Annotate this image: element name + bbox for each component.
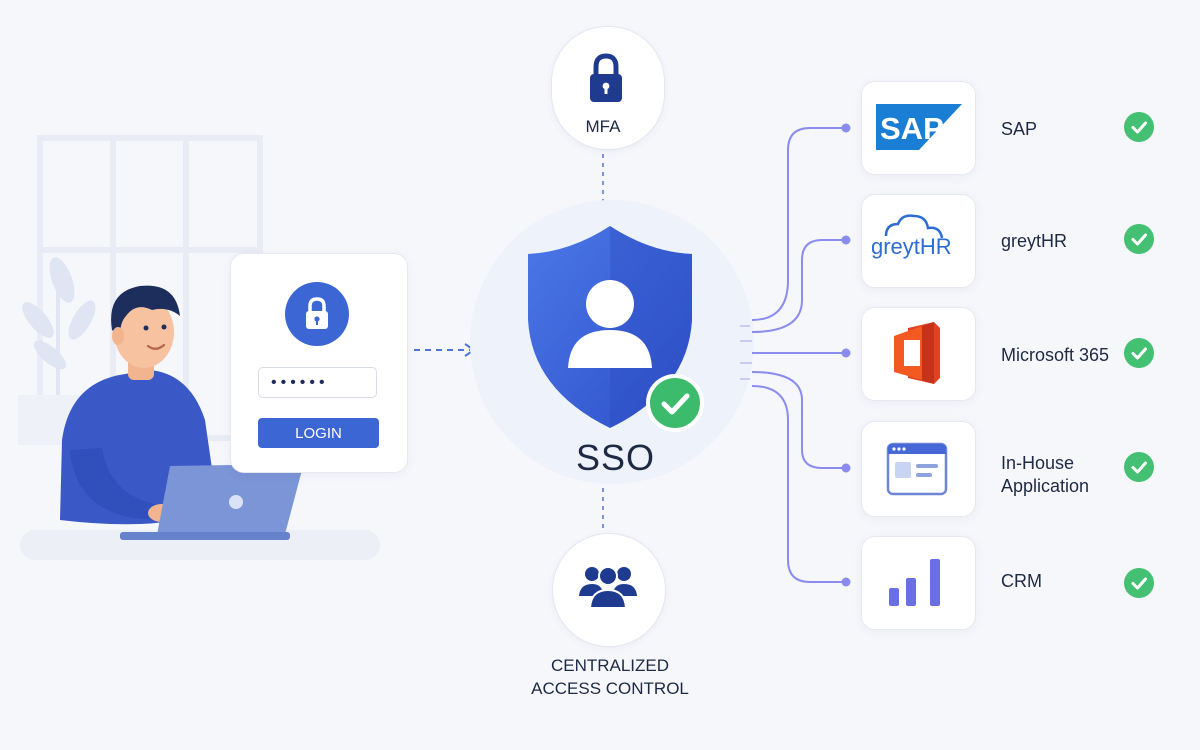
crm-status-check <box>1124 568 1154 598</box>
checkmark-icon <box>661 393 690 415</box>
check-icon <box>1131 233 1147 246</box>
office-logo-icon <box>894 322 940 384</box>
greythr-logo-text: greytHR <box>871 234 952 259</box>
padlock-icon <box>590 53 622 102</box>
plant-decoration <box>22 257 96 395</box>
app-connectors <box>740 123 851 587</box>
login-button[interactable]: LOGIN <box>258 418 379 448</box>
greythr-logo: greytHR <box>871 214 952 259</box>
bar-chart-icon <box>889 559 940 606</box>
sso-label: SSO <box>576 437 656 478</box>
login-lock-badge <box>285 282 349 346</box>
user-icon <box>586 280 634 328</box>
app-name-sap: SAP <box>1001 119 1038 139</box>
app-tile-greythr <box>861 194 976 288</box>
check-icon <box>1131 121 1147 134</box>
app-name-microsoft365: Microsoft 365 <box>1001 345 1110 365</box>
lock-icon <box>306 297 328 329</box>
sap-logo: SAP <box>876 104 962 150</box>
sso-shield-icon <box>528 226 692 428</box>
app-name-greythr: greytHR <box>1001 231 1068 251</box>
app-name-crm: CRM <box>1001 571 1042 591</box>
sap-logo-text: SAP <box>880 111 944 146</box>
check-icon <box>1131 577 1147 590</box>
browser-window-icon <box>886 442 948 496</box>
greythr-status-check <box>1124 224 1154 254</box>
check-icon <box>1131 461 1147 474</box>
access-control-connector <box>602 488 604 530</box>
user-illustration <box>60 285 303 540</box>
app-tile-crm <box>861 536 976 630</box>
sso-verified-badge <box>646 374 704 432</box>
password-field[interactable]: •••••• <box>258 367 377 398</box>
sap-status-check <box>1124 112 1154 142</box>
app-name-inhouse: In-House Application <box>1001 453 1090 496</box>
microsoft365-status-check <box>1124 338 1154 368</box>
mfa-label: MFA <box>585 117 621 136</box>
check-icon <box>1131 347 1147 360</box>
group-icon <box>579 566 637 609</box>
access-control-label: CENTRALIZED ACCESS CONTROL <box>531 656 689 698</box>
inhouse-status-check <box>1124 452 1154 482</box>
